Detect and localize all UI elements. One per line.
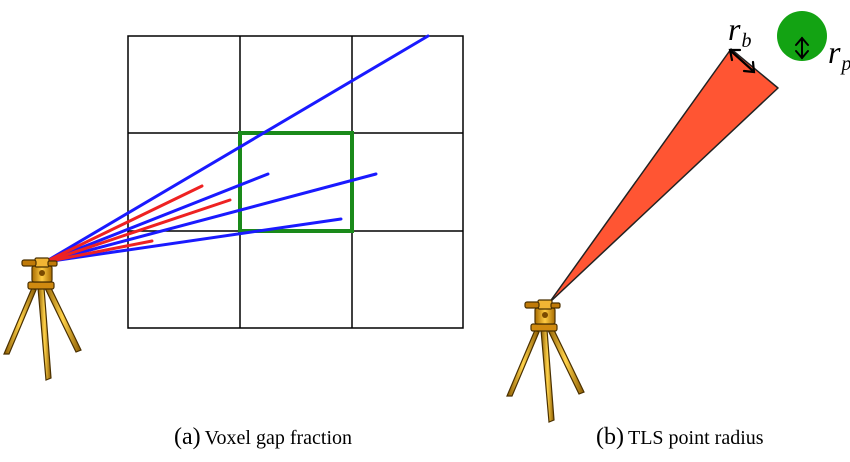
ray-full-2 <box>43 172 270 264</box>
tls-scanner-icon <box>506 299 585 423</box>
caption-a: (a) Voxel gap fraction <box>174 424 352 451</box>
beam-cone <box>548 48 779 304</box>
ray-full-4 <box>43 217 343 264</box>
point-radius-subscript: p <box>839 53 850 75</box>
caption-a-tag: (a) <box>174 424 201 450</box>
ray-partial-2 <box>43 198 232 264</box>
beam-radius-label: rb <box>728 11 751 52</box>
point-radius-label: rp <box>828 34 850 75</box>
caption-b-tag: (b) <box>596 424 624 450</box>
panel-b-point-radius: rb rp <box>506 11 850 423</box>
tls-scanner-icon <box>3 257 82 381</box>
caption-a-text: Voxel gap fraction <box>204 427 353 449</box>
ray-full-1 <box>43 34 430 264</box>
highlighted-voxel <box>238 131 354 233</box>
ray-partial-1 <box>43 184 204 264</box>
panel-a-voxel-grid <box>3 34 464 381</box>
point-radius-arrow <box>795 36 809 60</box>
grid-lines <box>127 35 464 329</box>
ray-partial-3 <box>43 239 154 264</box>
caption-b: (b) TLS point radius <box>596 424 764 451</box>
caption-b-text: TLS point radius <box>627 427 764 449</box>
double-arrow-icon <box>728 48 756 74</box>
point-disk <box>777 11 827 61</box>
laser-rays <box>43 34 430 264</box>
ray-full-3 <box>43 172 378 264</box>
beam-radius-subscript: b <box>741 30 751 52</box>
